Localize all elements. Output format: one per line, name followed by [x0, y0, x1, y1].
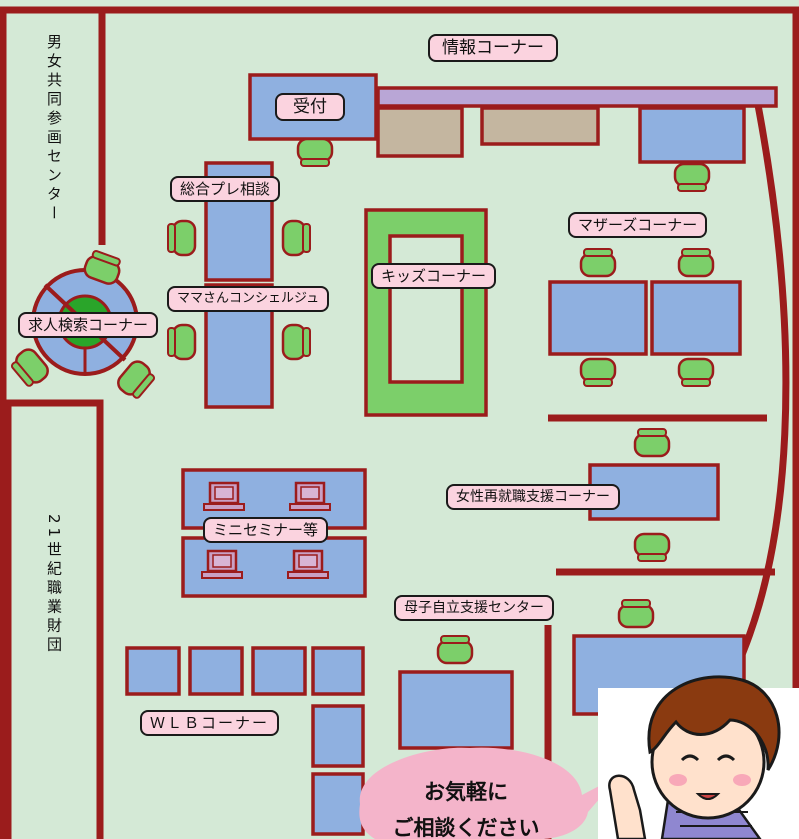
label-mothers-corner: マザーズコーナー: [568, 212, 708, 238]
label-wlb-corner: ＷＬＢコーナー: [140, 710, 280, 736]
speech-bubble: [359, 747, 620, 839]
mascot-illustration: [608, 675, 781, 839]
desk: [125, 646, 181, 696]
side-label-21st-century-foundation: 21世紀職業財団: [45, 514, 63, 656]
desk: [188, 646, 244, 696]
desk: [251, 646, 307, 696]
desk: [398, 670, 514, 750]
side-label-gender-equality-center: 男女共同参画センター: [45, 34, 63, 224]
desk: [311, 646, 365, 696]
info-counter: [376, 86, 778, 108]
label-kids-corner: キッズコーナー: [371, 263, 497, 289]
desk: [548, 280, 648, 356]
label-job-search-corner: 求人検索コーナー: [18, 312, 159, 338]
desk: [311, 772, 365, 836]
label-info-corner: 情報コーナー: [428, 34, 558, 62]
label-single-mother-center: 母子自立支援センター: [394, 595, 554, 621]
desk: [650, 280, 742, 356]
label-reception: 受付: [275, 93, 345, 121]
label-mini-seminar: ミニセミナー等: [203, 517, 329, 543]
label-women-reemployment: 女性再就職支援コーナー: [446, 484, 620, 510]
label-mama-concierge: ママさんコンシェルジュ: [167, 286, 330, 312]
speech-bubble-line1: お気軽に: [424, 780, 508, 804]
label-general-consult: 総合プレ相談: [170, 176, 281, 202]
speech-bubble-line2: ご相談ください: [392, 816, 540, 839]
shelf: [376, 106, 464, 158]
desk: [311, 704, 365, 768]
shelf: [480, 106, 600, 146]
desk: [638, 106, 746, 164]
